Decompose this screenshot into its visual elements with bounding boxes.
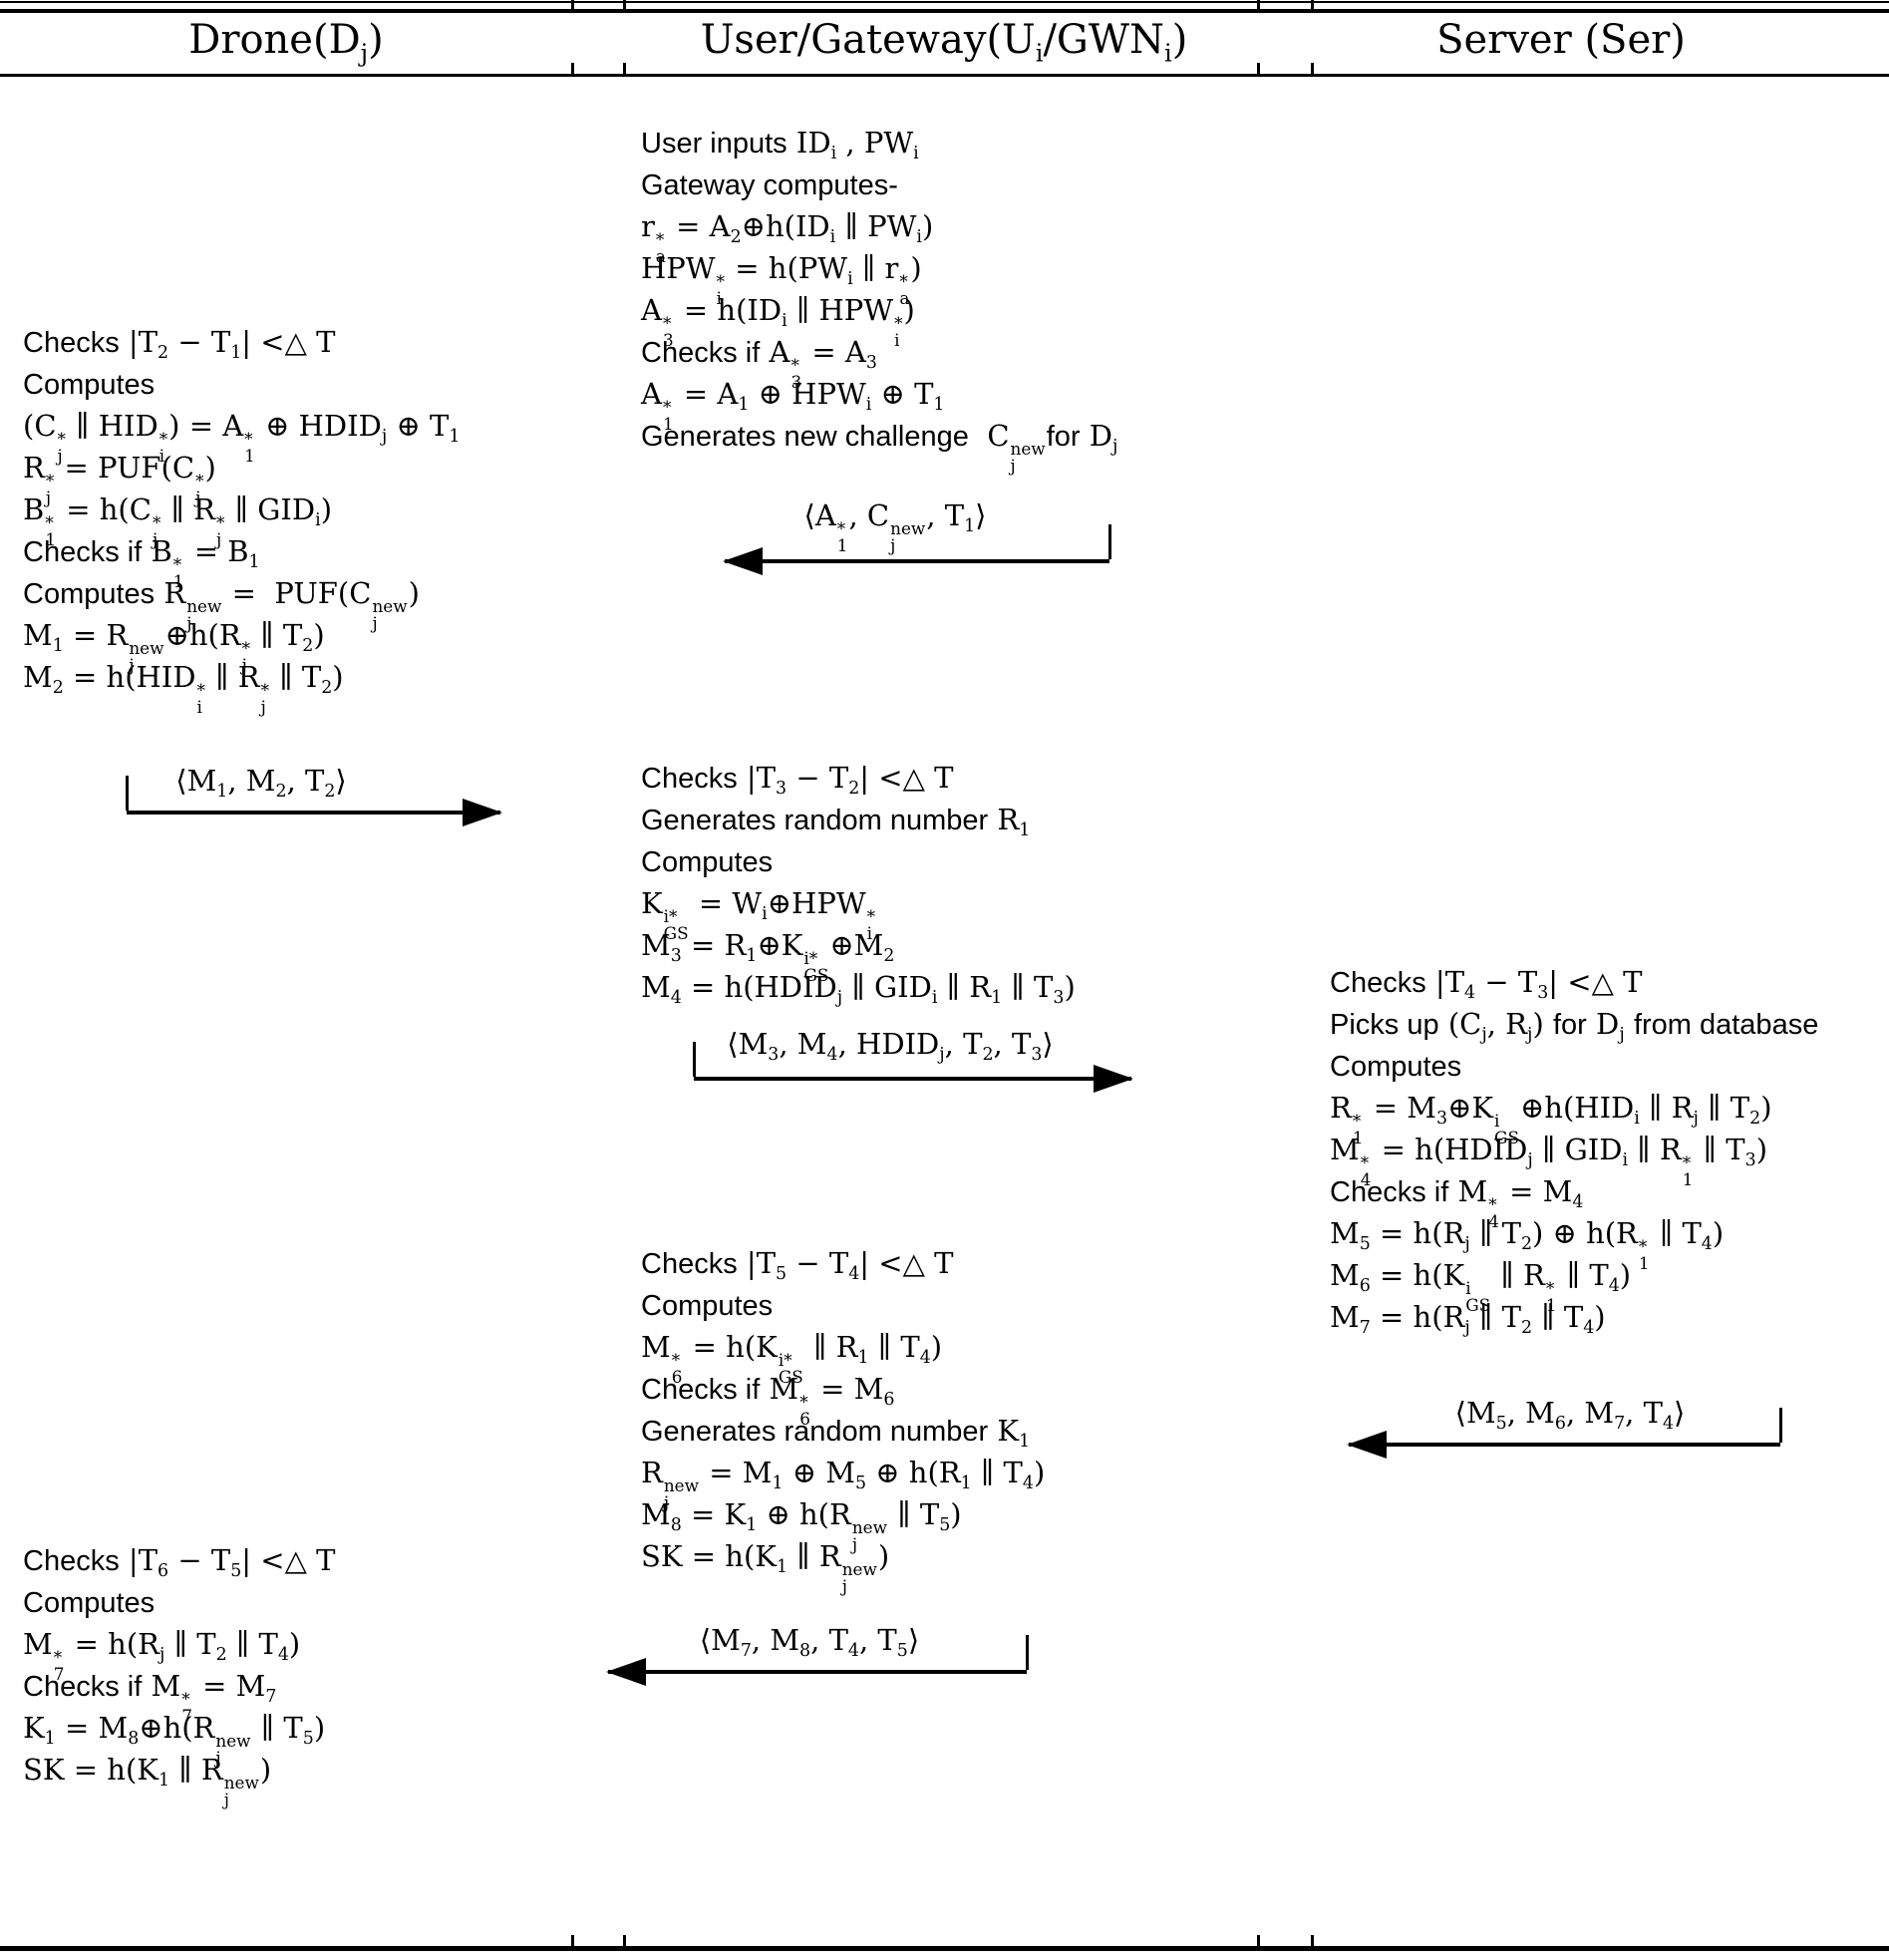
- msg-gateway-to-server-arrowhead-right-icon: [1094, 1065, 1133, 1093]
- server-block-line-6: Checks if M*4 = M4: [1330, 1174, 1584, 1231]
- drone-final-block-line-3: M*7 = h(Rj ∥ T2 ∥ T4): [23, 1627, 301, 1684]
- msg-drone-to-gateway-origin-tick: [126, 776, 129, 811]
- drone-auth-block-line-9: M2 = h(HID*i ∥ R*j ∥ T2): [23, 660, 344, 717]
- gateway-login-block-line-6: Checks if A*3 = A3: [641, 335, 877, 392]
- column-header-drone: Drone(Dj): [188, 17, 384, 68]
- column-boundary-tick-0-3: [1311, 0, 1314, 11]
- gateway-middle-block-line-2: Generates random number R1: [641, 803, 1031, 841]
- drone-auth-block-line-4: R*j = PUF(C*j): [23, 451, 216, 507]
- server-block-line-7: M5 = h(Rj ∥ T2) ⊕ h(R*1 ∥ T4): [1330, 1216, 1725, 1273]
- server-block-line-5: M*4 = h(HDIDj ∥ GIDi ∥ R*1 ∥ T3): [1330, 1133, 1768, 1189]
- msg-gateway-to-server-label: ⟨M3, M4, HDIDj, T2, T3⟩: [727, 1027, 1054, 1066]
- header-separator-rule: [0, 74, 1889, 77]
- msg-drone-to-gateway-arrowhead-right-icon: [463, 799, 502, 826]
- server-block-line-1: Checks |T4 − T3| <△ T: [1330, 965, 1643, 1004]
- column-boundary-tick-1-3: [1311, 63, 1314, 74]
- drone-final-block-line-2: Computes: [23, 1587, 156, 1619]
- server-block-line-2: Picks up (Cj, Rj) for Dj from database: [1330, 1007, 1819, 1046]
- msg-gateway-to-drone-final-label: ⟨M7, M8, T4, T5⟩: [699, 1623, 920, 1662]
- server-block-line-9: M7 = h(Rj ∥ T2 ∥ T4): [1330, 1300, 1606, 1339]
- msg-gateway-to-server-origin-tick: [693, 1042, 696, 1077]
- msg-drone-to-gateway-line: [127, 811, 500, 815]
- drone-auth-block: Checks |T2 − T1| <△ T Computes (C*j ∥ HID*…: [23, 321, 461, 717]
- msg-gateway-to-server-line: [694, 1077, 1131, 1081]
- server-block-line-3: Computes: [1330, 1051, 1462, 1083]
- top-rule-thick: [0, 9, 1889, 13]
- gateway-login-block-line-5: A*3 = h(IDi ∥ HPW*i): [641, 293, 915, 350]
- msg-server-to-gateway-origin-tick: [1779, 1408, 1782, 1443]
- msg-server-to-gateway-line: [1349, 1443, 1780, 1447]
- msg-server-to-gateway-label: ⟨M5, M6, M7, T4⟩: [1454, 1396, 1686, 1435]
- drone-auth-block-line-3: (C*j ∥ HID*i) = A*1 ⊕ HDIDj ⊕ T1: [23, 409, 461, 466]
- msg-gateway-to-drone-final-origin-tick: [1026, 1635, 1029, 1670]
- msg-gateway-to-drone-final-line: [608, 1670, 1027, 1674]
- gateway-login-block-line-7: A*1 = A1 ⊕ HPWi ⊕ T1: [641, 377, 945, 434]
- top-rule-thin: [0, 1, 1889, 3]
- gateway-middle-block-line-6: M4 = h(HDIDj ∥ GIDi ∥ R1 ∥ T3): [641, 970, 1076, 1009]
- drone-final-block-line-4: Checks if M*7 = M7: [23, 1669, 277, 1726]
- gateway-login-block-line-2: Gateway computes-: [641, 169, 898, 201]
- gateway-lower-block-line-1: Checks |T5 − T4| <△ T: [641, 1246, 954, 1285]
- column-boundary-tick-0-0: [571, 0, 574, 11]
- msg-gateway-to-drone-origin-tick: [1108, 524, 1111, 559]
- drone-auth-block-line-2: Computes: [23, 369, 156, 401]
- drone-auth-block-line-1: Checks |T2 − T1| <△ T: [23, 325, 336, 364]
- column-boundary-tick-2-2: [1257, 1935, 1260, 1946]
- column-boundary-tick-2-3: [1311, 1935, 1314, 1946]
- gateway-login-block-line-4: HPW*i = h(PWi ∥ r*a): [641, 251, 922, 308]
- msg-gateway-to-drone-final-arrowhead-left-icon: [606, 1658, 646, 1686]
- bottom-rule: [0, 1946, 1889, 1951]
- gateway-lower-block-line-2: Computes: [641, 1290, 774, 1322]
- column-boundary-tick-2-0: [571, 1935, 574, 1946]
- msg-gateway-to-drone-line: [725, 559, 1109, 563]
- column-boundary-tick-1-0: [571, 63, 574, 74]
- column-header-gateway: User/Gateway(Ui/GWNi): [700, 17, 1188, 68]
- gateway-lower-block-line-5: Generates random number K1: [641, 1414, 1031, 1453]
- msg-gateway-to-drone-arrowhead-left-icon: [723, 547, 763, 575]
- column-boundary-tick-0-2: [1257, 0, 1260, 11]
- gateway-middle-block-line-3: Computes: [641, 846, 774, 878]
- msg-server-to-gateway-arrowhead-left-icon: [1347, 1431, 1387, 1459]
- gateway-login-block-line-3: r*a = A2⊕h(IDi ∥ PWi): [641, 209, 934, 266]
- gateway-lower-block-line-4: Checks if M*6 = M6: [641, 1372, 895, 1429]
- column-boundary-tick-0-1: [623, 0, 626, 11]
- drone-auth-block-line-6: Checks if B*1 = B1: [23, 534, 260, 591]
- gateway-login-block-line-1: User inputs IDi , PWi: [641, 126, 919, 164]
- column-header-server: Server (Ser): [1436, 17, 1686, 63]
- drone-auth-block-line-5: B*1 = h(C*j ∥ R*j ∥ GIDi): [23, 492, 333, 549]
- column-boundary-tick-1-1: [623, 63, 626, 74]
- column-boundary-tick-1-2: [1257, 63, 1260, 74]
- drone-final-block-line-1: Checks |T6 − T5| <△ T: [23, 1543, 336, 1582]
- column-boundary-tick-2-1: [623, 1935, 626, 1946]
- msg-drone-to-gateway-label: ⟨M1, M2, T2⟩: [175, 764, 347, 803]
- gateway-middle-block-line-1: Checks |T3 − T2| <△ T: [641, 761, 954, 800]
